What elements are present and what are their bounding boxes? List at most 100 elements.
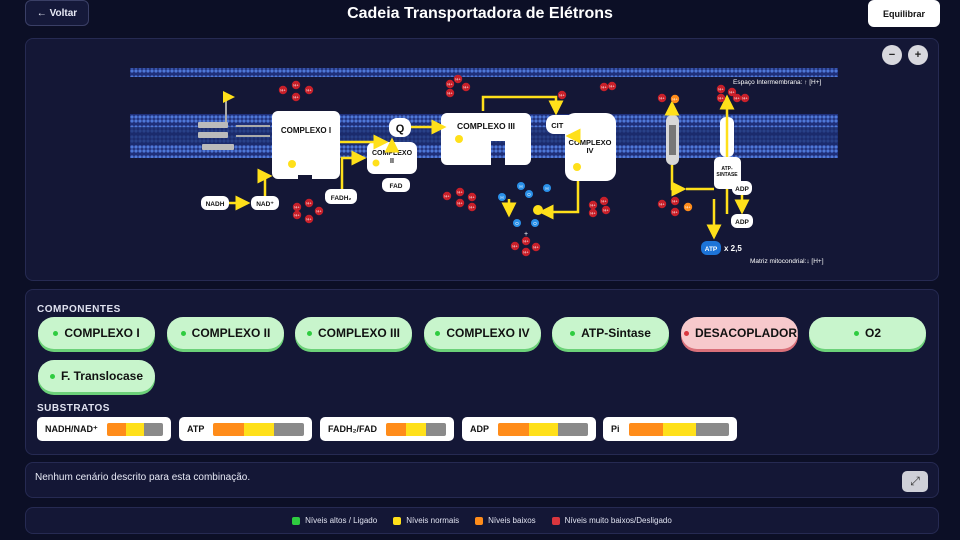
svg-text:H: H (500, 195, 503, 200)
proton-h-plus (588, 200, 598, 210)
intermembrane-label: Espaço Intermembrana: ↑ [H+] (733, 79, 822, 86)
equilibrate-button[interactable]: Equilibrar (868, 0, 940, 27)
chip-atp-synthase[interactable]: ATP-Sintase (552, 317, 669, 349)
complex-2-label-b: II (390, 158, 394, 165)
status-dot (435, 330, 441, 336)
proton-h-plus (657, 93, 667, 103)
chip-complex-4[interactable]: COMPLEXO IV (424, 317, 541, 349)
proton-label: H+ (316, 209, 322, 214)
substrate-atp[interactable]: ATP (179, 417, 312, 441)
status-dot (180, 330, 186, 336)
proton-h-plus (740, 93, 750, 103)
complex-2-label-a: COMPLEXO (372, 150, 413, 157)
scenario-panel: Nenhum cenário descrito para esta combin… (25, 462, 939, 498)
nadh-text: NADH (206, 201, 225, 208)
substrate-pi[interactable]: Pi (603, 417, 737, 441)
proton-label: H+ (672, 210, 678, 215)
fad-text: FAD (390, 183, 403, 190)
proton-h-plus (727, 87, 737, 97)
proton-h-plus (670, 94, 680, 104)
proton-h-plus (601, 205, 611, 215)
proton-h-plus (521, 247, 531, 257)
level-bar (628, 422, 729, 436)
outer-membrane (130, 68, 838, 77)
proton-h-plus (510, 241, 520, 251)
complex-1[interactable] (272, 111, 340, 179)
svg-text:O: O (527, 192, 531, 197)
proton-label: H+ (734, 96, 740, 101)
proton-h-plus (442, 191, 452, 201)
legend-swatch (551, 516, 560, 525)
proton-h-plus (455, 198, 465, 208)
fad-pill (382, 178, 410, 192)
proton-label: H+ (457, 190, 463, 195)
chip-uncouplers[interactable]: DESACOPLADORES (681, 317, 798, 349)
complex-2[interactable] (367, 142, 417, 174)
proton-label: H+ (742, 96, 748, 101)
proton-h-plus (292, 202, 302, 212)
proton-h-plus (599, 82, 609, 92)
proton-label: H+ (280, 88, 286, 93)
status-dot (853, 330, 859, 336)
substrates-title: SUBSTRATOS (37, 403, 110, 414)
expand-icon[interactable]: ⤢ (902, 471, 928, 492)
proton-h-plus (467, 202, 477, 212)
proton-clusters: H+H+H+H+H+H+H+H+H+H+H+H+H+H+H+H+H+H+H+H+… (278, 74, 750, 257)
proton-h-plus (304, 214, 314, 224)
electron-transport-chain-diagram: COMPLEXO I Q COMPLEXO II COMPLEXO III CI… (130, 68, 838, 265)
electron-flow-arrows (229, 94, 750, 240)
proton-label: H+ (533, 245, 539, 250)
proton-h-plus (445, 88, 455, 98)
proton-label: H+ (590, 203, 596, 208)
atp-text: ATP (705, 246, 718, 253)
substrate-nadh[interactable]: NADH/NAD⁺ (37, 417, 171, 441)
status-dot (570, 330, 576, 336)
proton-label: H+ (718, 96, 724, 101)
atp-synthase[interactable] (714, 157, 741, 189)
substrate-fadh2[interactable]: FADH₂/FAD (320, 417, 454, 441)
proton-label: H+ (293, 83, 299, 88)
fadh2-text: FADH₂ (331, 195, 352, 202)
substrate-adp[interactable]: ADP (462, 417, 596, 441)
atp-pill (701, 241, 721, 255)
chip-complex-1[interactable]: COMPLEXO I (38, 317, 155, 349)
proton-h-plus (557, 90, 567, 100)
proton-label: H+ (469, 195, 475, 200)
complex-3[interactable] (441, 113, 531, 165)
proton-label: H+ (672, 199, 678, 204)
chip-translocase[interactable]: F. Translocase (38, 360, 155, 392)
ubiquinone-q[interactable] (389, 118, 411, 137)
proton-h-plus (531, 242, 541, 252)
atp-synthase-label-b: SINTASE (716, 172, 738, 178)
status-dot (684, 330, 689, 336)
status-dot (49, 373, 55, 379)
proton-label: H+ (523, 250, 529, 255)
zoom-out-button[interactable]: − (882, 45, 902, 65)
svg-text:H: H (545, 186, 548, 191)
fadh2-pill (325, 189, 357, 204)
proton-label: H+ (601, 199, 607, 204)
chip-complex-2[interactable]: COMPLEXO II (167, 317, 284, 349)
adp-pill-1 (732, 181, 752, 195)
proton-h-plus (521, 236, 531, 246)
back-button[interactable]: ← Voltar (25, 0, 89, 26)
complex-4-label-a: COMPLEXO (569, 138, 612, 147)
atp-synthase-label-a: ATP- (721, 166, 733, 172)
proton-label: H+ (457, 201, 463, 206)
proton-h-plus (683, 202, 693, 212)
chip-complex-3[interactable]: COMPLEXO III (295, 317, 412, 349)
proton-label: H+ (729, 90, 735, 95)
proton-h-plus (304, 85, 314, 95)
adp-text-2: ADP (735, 219, 749, 226)
proton-h-plus (461, 82, 471, 92)
zoom-in-button[interactable]: + (908, 45, 928, 65)
oxygen-water-cluster: H H O H O O + (498, 182, 551, 238)
diagram-panel: − + COMPLEXO I Q COMPLEXO II (25, 38, 939, 281)
proton-h-plus (599, 196, 609, 206)
legend-swatch (393, 516, 402, 525)
legend-swatch (292, 516, 301, 525)
components-panel: COMPONENTES COMPLEXO I COMPLEXO II COMPL… (25, 289, 939, 455)
proton-label: H+ (603, 208, 609, 213)
chip-o2[interactable]: O2 (809, 317, 926, 349)
proton-h-plus (607, 81, 617, 91)
